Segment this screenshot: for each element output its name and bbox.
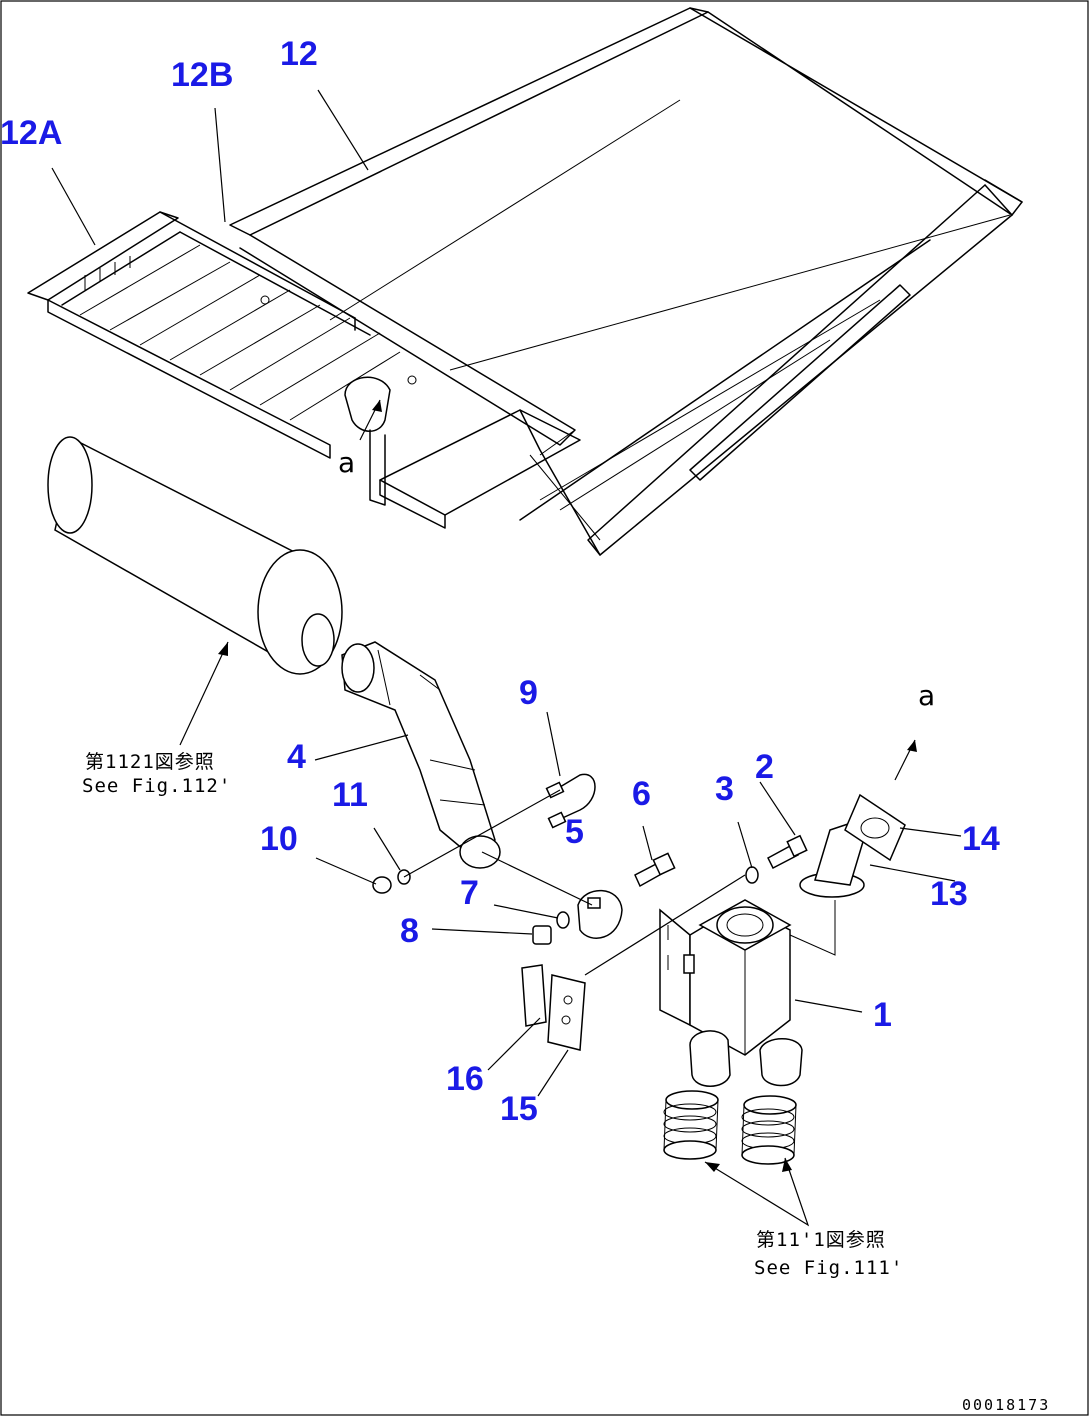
hose-left <box>663 1090 719 1160</box>
callout-12B: 12B <box>171 56 233 94</box>
callout-7: 7 <box>460 874 479 912</box>
hose-right <box>741 1095 797 1165</box>
gasket <box>844 793 906 862</box>
connection-mark-upper: a <box>338 399 382 479</box>
bolt-6 <box>634 852 676 888</box>
callout-5: 5 <box>565 813 584 851</box>
callout-15: 15 <box>500 1090 538 1128</box>
svg-text:a: a <box>918 679 935 712</box>
callout-13: 13 <box>930 875 968 913</box>
drawing-number: 00018173 <box>962 1396 1050 1414</box>
elbow-pipe <box>341 641 501 869</box>
plate-15 <box>547 974 586 1051</box>
hose-reference: 第11'1図参照 See Fig.111' <box>704 1157 903 1279</box>
callout-4: 4 <box>287 738 306 776</box>
muffler-reference: 第1121図参照 See Fig.112' <box>82 641 231 797</box>
callout-10: 10 <box>260 820 298 858</box>
svg-text:第11'1図参照: 第11'1図参照 <box>756 1229 886 1251</box>
leader-lines <box>51 89 962 1097</box>
air-cleaner-body <box>659 899 803 1087</box>
svg-text:See Fig.112': See Fig.112' <box>82 775 231 797</box>
washer-7 <box>556 911 570 929</box>
inlet-elbow <box>789 819 866 956</box>
callout-11: 11 <box>332 776 368 814</box>
callout-9: 9 <box>519 674 538 712</box>
muffler <box>47 436 343 675</box>
connection-mark-lower: a <box>894 679 935 781</box>
clamp <box>577 889 623 939</box>
bolt-2 <box>767 834 808 870</box>
callout-6: 6 <box>632 775 651 813</box>
u-bolt <box>545 773 596 829</box>
callout-1: 1 <box>873 996 892 1034</box>
callout-2: 2 <box>755 748 774 786</box>
callout-3: 3 <box>715 770 734 808</box>
callout-16: 16 <box>446 1060 484 1098</box>
svg-text:a: a <box>338 446 355 479</box>
washer-3 <box>745 866 759 884</box>
callout-12: 12 <box>280 35 318 73</box>
nut-8 <box>532 925 552 945</box>
callout-14: 14 <box>962 820 1000 858</box>
floor-frame-assembly <box>27 7 1023 556</box>
svg-text:第1121図参照: 第1121図参照 <box>85 751 215 773</box>
callouts: 12A 12B 12 4 9 2 3 6 5 11 10 7 8 1 13 14… <box>0 35 1000 1128</box>
callout-12A: 12A <box>0 114 62 152</box>
nut-10 <box>372 876 392 894</box>
callout-8: 8 <box>400 912 419 950</box>
svg-text:See Fig.111': See Fig.111' <box>754 1257 903 1279</box>
plate-16 <box>521 964 547 1027</box>
